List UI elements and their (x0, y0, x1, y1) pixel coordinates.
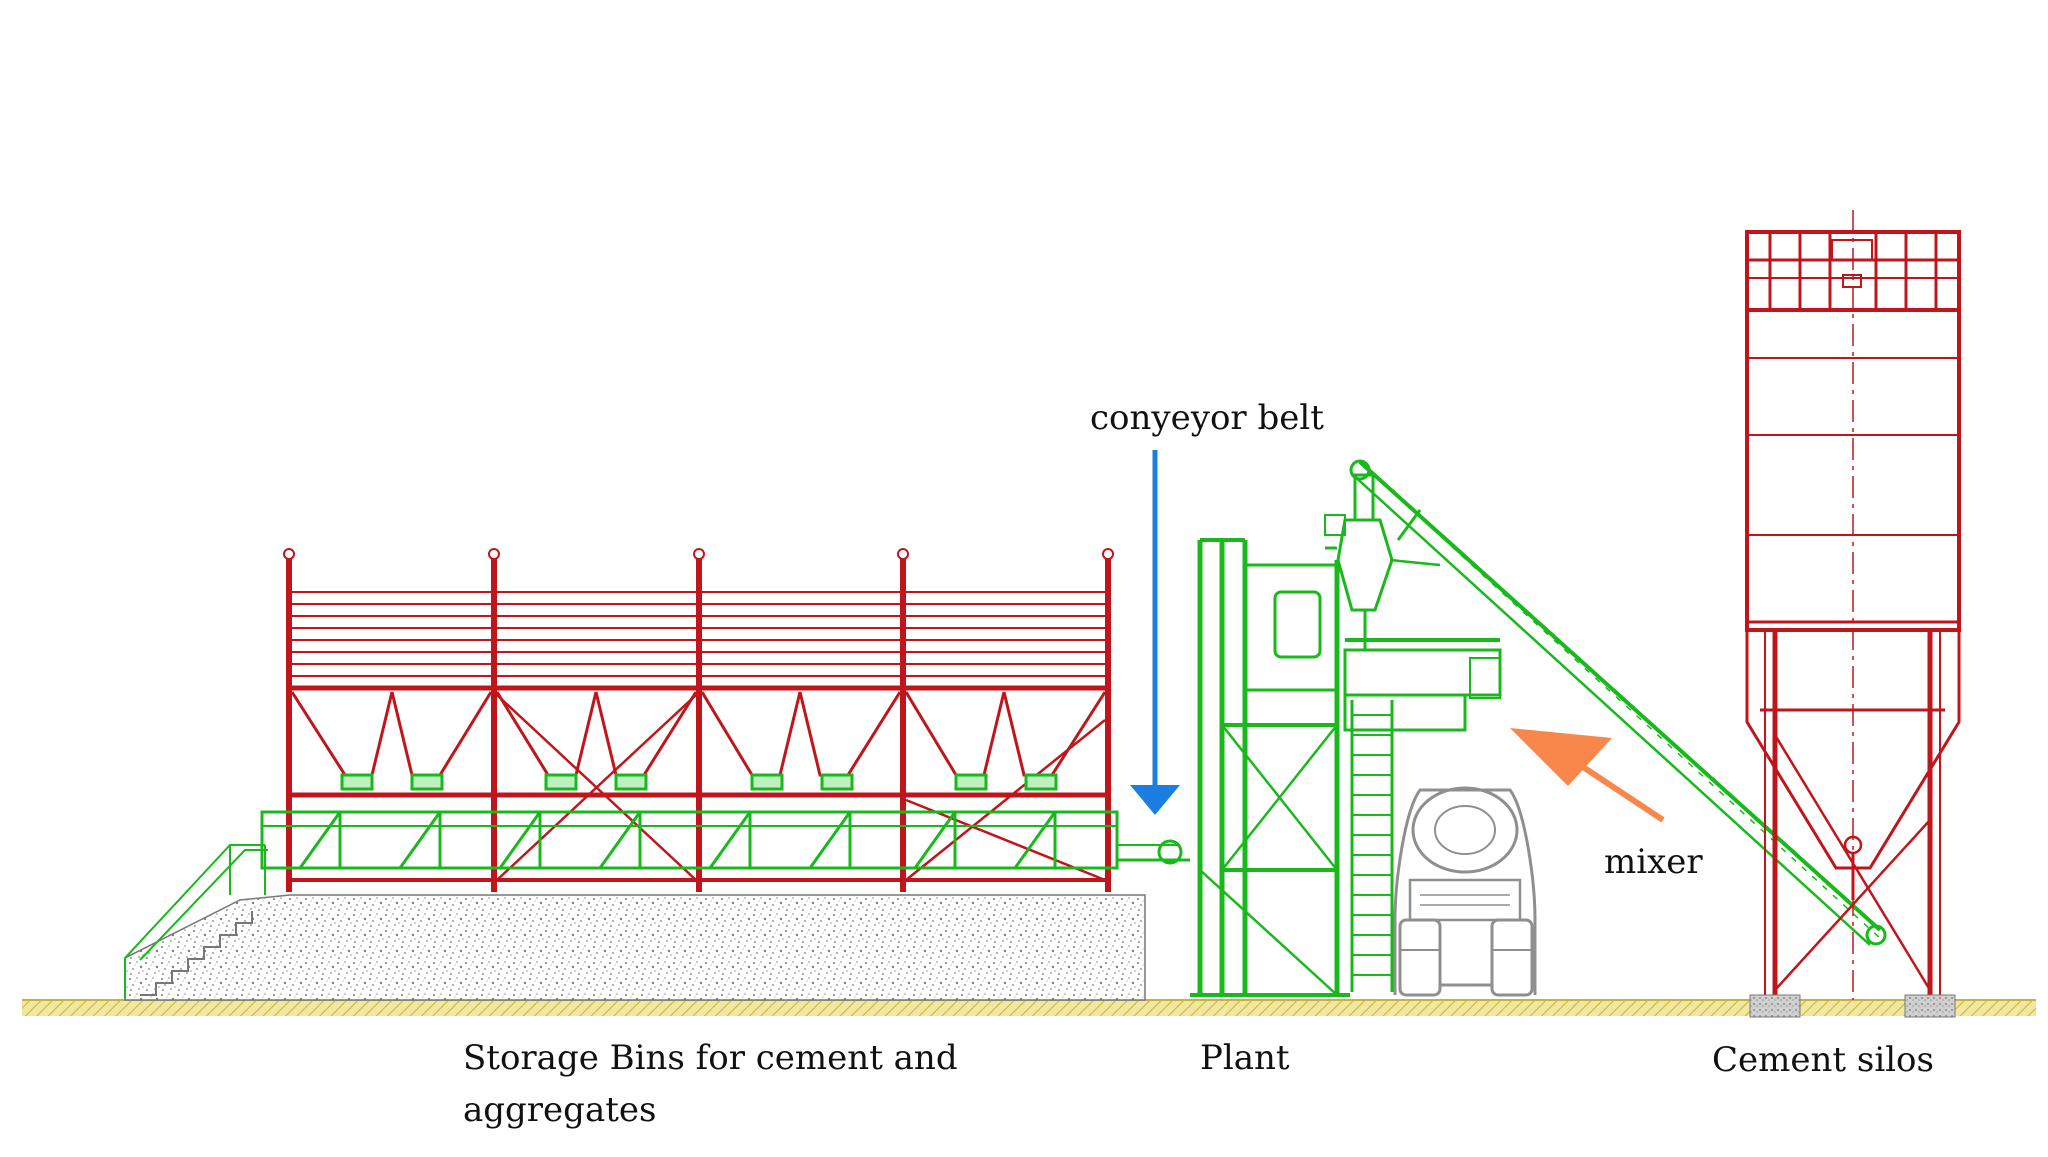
arrow-up-left-icon (1510, 728, 1665, 823)
ground-line (22, 999, 2036, 1016)
storage-bins-label-line1: Storage Bins for cement and (463, 1038, 958, 1078)
storage-bins-structure (283, 548, 1114, 892)
left-access-stairs (124, 844, 268, 998)
cement-silo (1745, 210, 1961, 1000)
aggregate-weigh-conveyor (260, 773, 1190, 870)
truck-mixer (1393, 786, 1537, 997)
arrow-down-icon (1130, 450, 1180, 815)
mixer-label: mixer (1604, 842, 1703, 882)
conveyor-belt-label: conyeyor belt (1090, 398, 1324, 438)
plant-label: Plant (1200, 1038, 1290, 1078)
storage-bins-label-line2: aggregates (463, 1090, 657, 1130)
silo-footings (1749, 994, 1956, 1018)
gravel-foundation (124, 894, 1146, 1001)
plant-tower (1190, 473, 1502, 997)
inclined-belt-conveyor (1349, 459, 1887, 946)
cement-silos-label: Cement silos (1712, 1040, 1934, 1080)
